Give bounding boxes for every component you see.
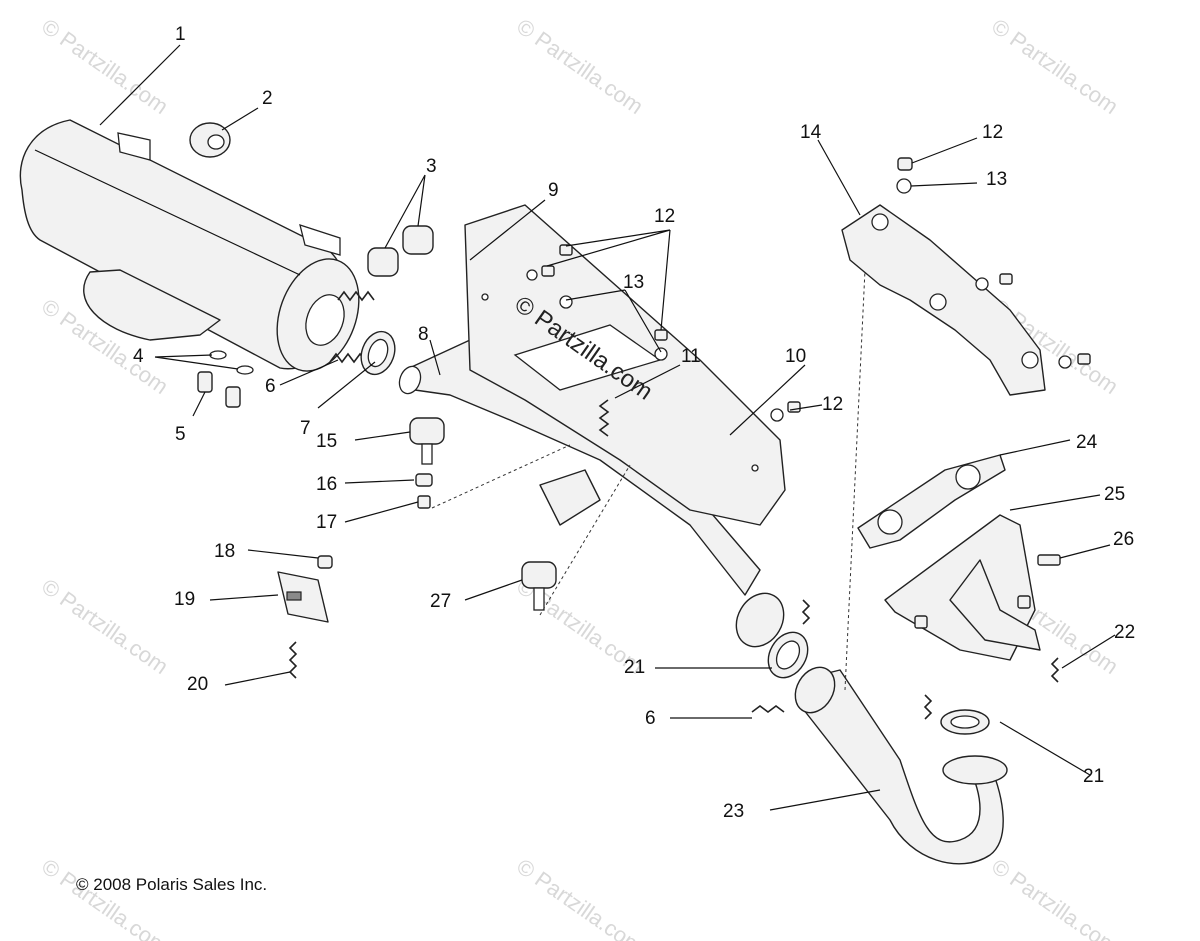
callout-24: 24 (1076, 432, 1098, 453)
watermark: © Partzilla.com (987, 14, 1123, 120)
callout-8: 8 (418, 324, 429, 345)
part-spring-20 (288, 641, 298, 679)
part-bumper-15 (409, 417, 445, 465)
callout-18: 18 (214, 541, 235, 562)
part-fasteners (526, 244, 801, 422)
part-rubber-mounts (367, 225, 434, 277)
callout-3: 3 (426, 156, 437, 177)
watermark: © Partzilla.com (37, 14, 173, 120)
part-springs-headpipe (751, 599, 1060, 720)
part-gasket-21 (767, 631, 990, 735)
part-spring-11 (598, 399, 610, 437)
part-grommet (189, 122, 231, 158)
part-muffler (19, 119, 360, 372)
callout-6: 6 (265, 376, 276, 397)
callout-10: 10 (785, 346, 806, 367)
callout-14: 14 (800, 122, 822, 143)
callout-12-upper-right: 12 (982, 122, 1003, 143)
part-springs-muffler (329, 290, 375, 364)
callout-12-mid-right: 12 (822, 394, 843, 415)
callout-23: 23 (723, 801, 744, 822)
callout-15: 15 (316, 431, 337, 452)
part-bumper-27 (521, 464, 631, 616)
watermark: © Partzilla.com (987, 854, 1123, 941)
callout-labels: 1 2 3 4 5 6 7 8 9 10 11 12 13 14 15 16 1… (133, 24, 1135, 822)
part-mount-bracket (277, 555, 333, 623)
watermark: © Partzilla.com (37, 854, 173, 941)
callout-19: 19 (174, 589, 195, 610)
callout-16: 16 (316, 474, 337, 495)
callout-26: 26 (1113, 529, 1134, 550)
callout-17: 17 (316, 512, 337, 533)
watermark: © Partzilla.com (37, 574, 173, 680)
callout-2: 2 (262, 88, 273, 109)
part-exhaust-gasket (857, 454, 1006, 549)
part-exhaust-manifold (884, 514, 1041, 661)
callout-20: 20 (187, 674, 208, 695)
part-headpipe-heat-shield (841, 157, 1091, 396)
callout-7: 7 (300, 418, 311, 439)
callout-22: 22 (1114, 622, 1135, 643)
callout-1: 1 (175, 24, 186, 45)
part-bushings (197, 350, 254, 408)
callout-4: 4 (133, 346, 144, 367)
part-nut-bolt (415, 444, 571, 509)
part-gasket-7 (360, 330, 396, 376)
watermark: © Partzilla.com (512, 854, 648, 941)
callout-13: 13 (623, 272, 644, 293)
callout-13-upper-right: 13 (986, 169, 1007, 190)
watermark: © Partzilla.com (512, 14, 648, 120)
copyright-notice: © 2008 Polaris Sales Inc. (76, 875, 268, 894)
callout-6-lower: 6 (645, 708, 656, 729)
callout-21-lower-right: 21 (1083, 766, 1104, 787)
callout-11: 11 (681, 346, 701, 367)
callout-27: 27 (430, 591, 451, 612)
part-bolt-26 (1037, 554, 1061, 566)
callout-21: 21 (624, 657, 645, 678)
part-pipe-bracket (539, 469, 601, 526)
callout-25: 25 (1104, 484, 1125, 505)
leader-lines (99, 44, 1116, 811)
callout-9: 9 (548, 180, 559, 201)
part-head-pipe (794, 269, 1008, 865)
callout-5: 5 (175, 424, 186, 445)
callout-12: 12 (654, 206, 675, 227)
